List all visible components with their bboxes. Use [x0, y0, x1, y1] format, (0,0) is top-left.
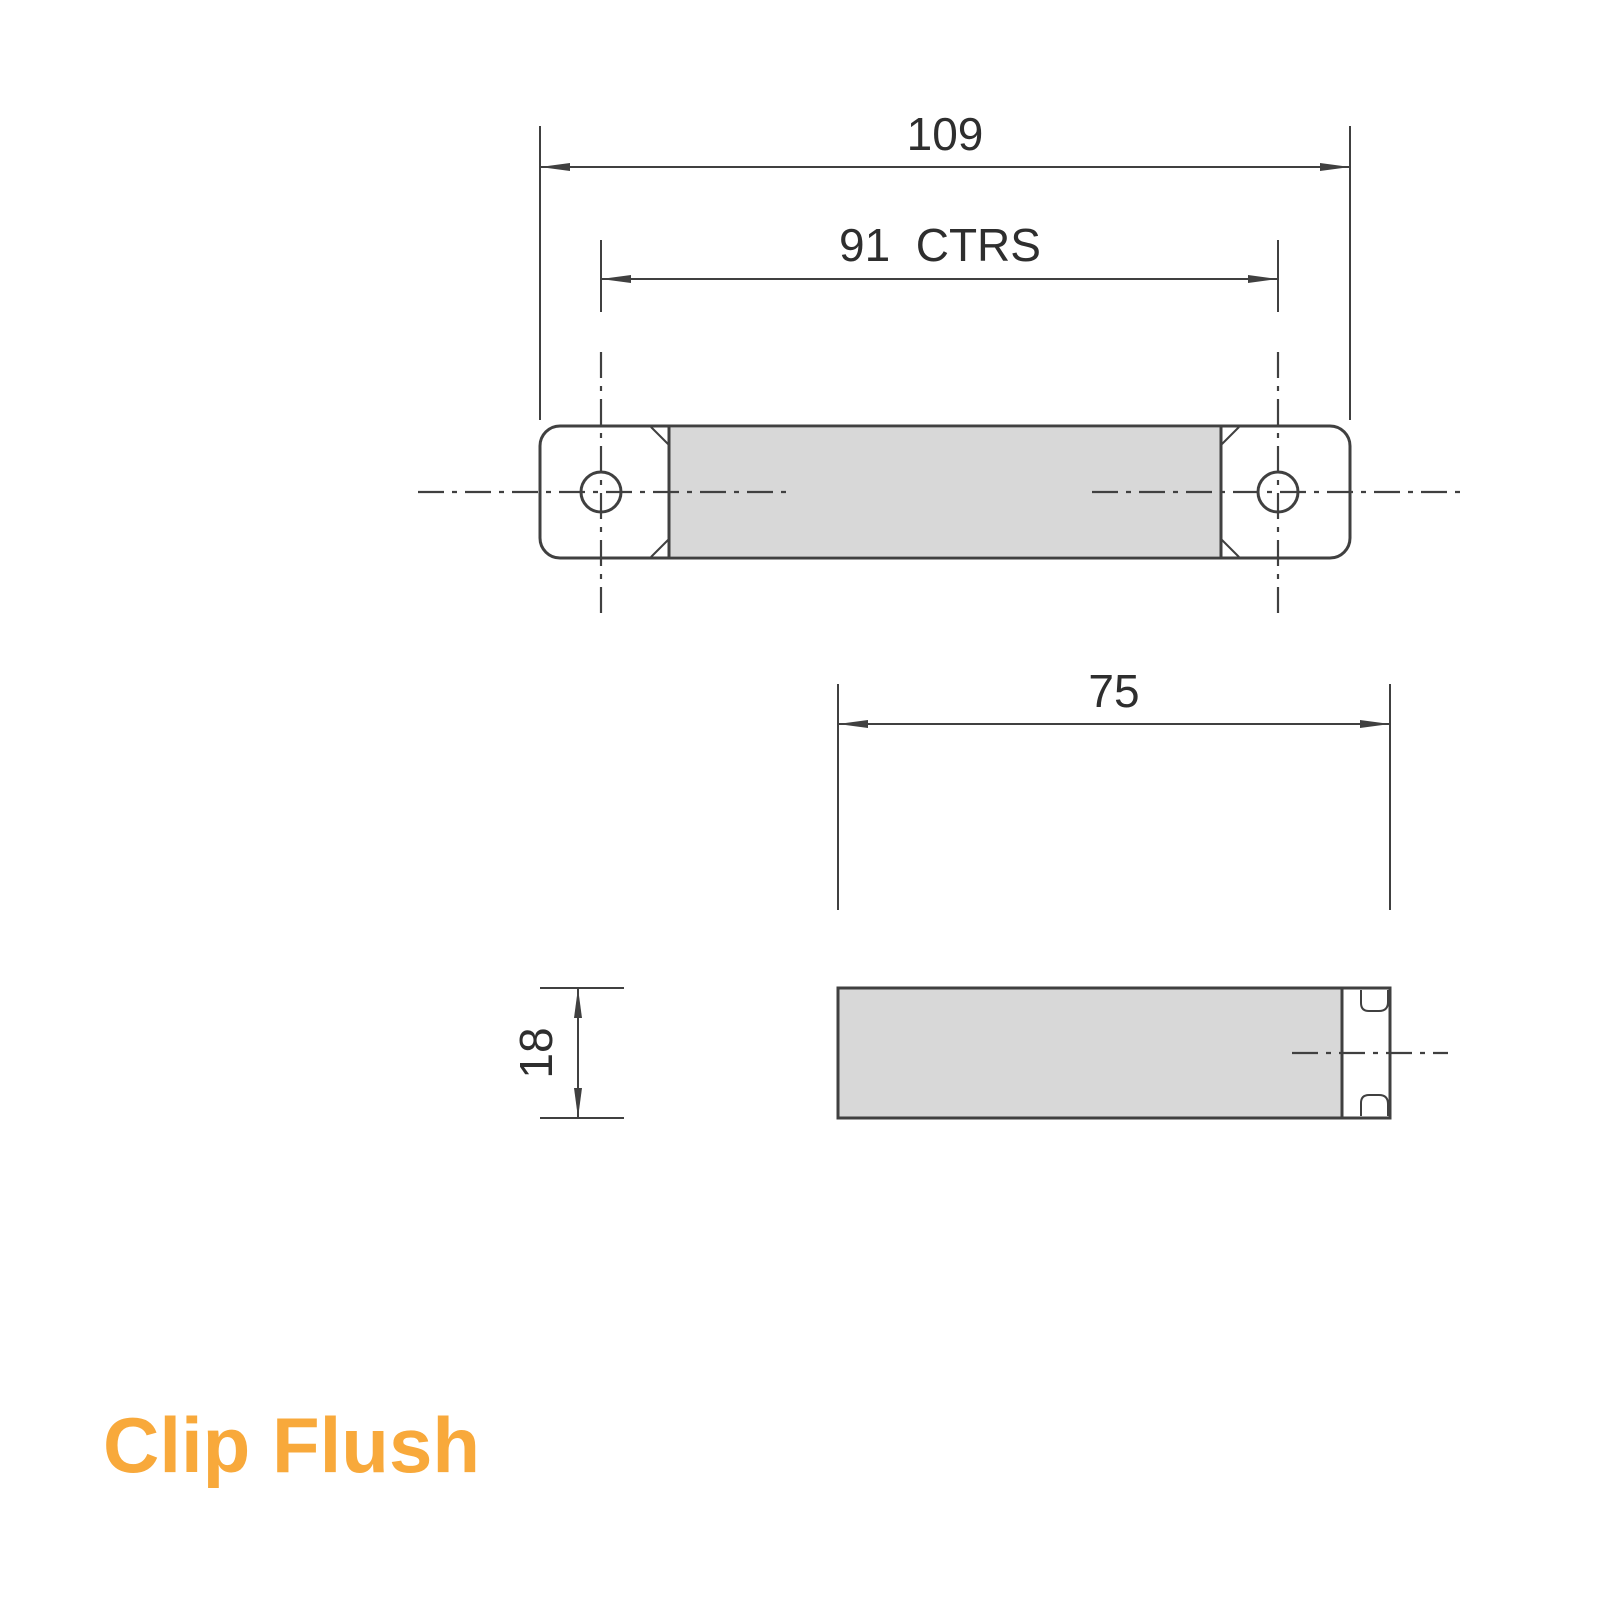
clip-tab-bottom — [1360, 1094, 1389, 1116]
cap-chamfer — [650, 426, 670, 446]
clip-tab-top — [1360, 990, 1389, 1012]
cap-chamfer — [1220, 538, 1240, 558]
top-view: 109 91 CTRS — [418, 108, 1468, 620]
product-title: Clip Flush — [103, 1401, 480, 1489]
cap-chamfer — [1220, 426, 1240, 446]
dimension-label: 18 — [510, 1027, 562, 1078]
dim-hole-centres: 91 CTRS — [600, 219, 1279, 312]
dim-overall-length: 109 — [539, 108, 1351, 420]
side-view: 75 18 — [510, 665, 1448, 1120]
drawing-root: 109 91 CTRS — [103, 108, 1468, 1489]
dimension-label: 75 — [1088, 665, 1139, 717]
dim-side-length: 75 — [837, 665, 1391, 910]
dimension-label: 91 CTRS — [839, 219, 1041, 271]
dim-side-height: 18 — [510, 987, 624, 1119]
cap-chamfer — [650, 538, 670, 558]
dimension-label: 109 — [907, 108, 984, 160]
side-body — [836, 986, 1344, 1120]
